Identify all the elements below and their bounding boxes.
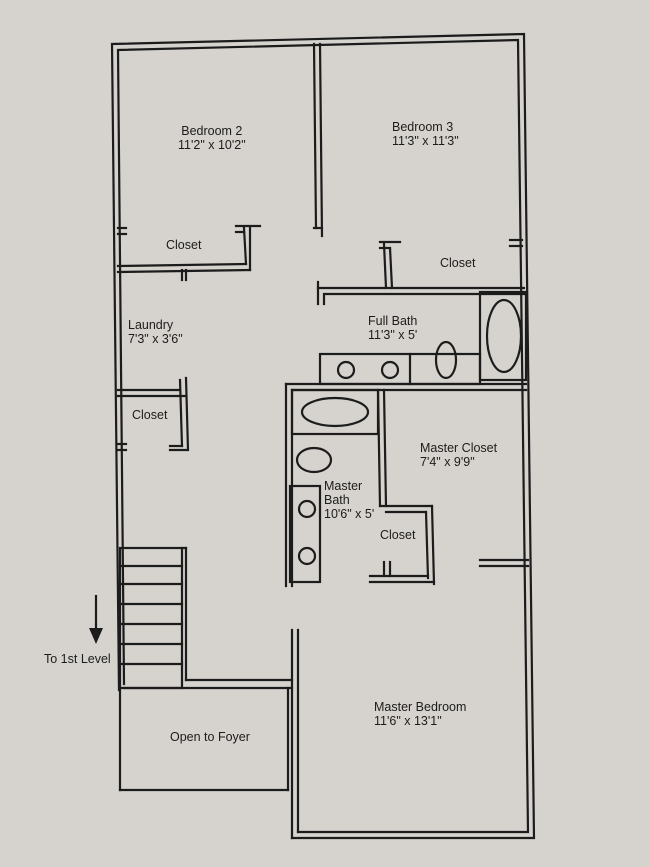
room-name: Closet xyxy=(380,528,416,542)
label-stairs: To 1st Level xyxy=(44,652,111,666)
full-bath-tub xyxy=(478,290,528,382)
label-open-foyer: Open to Foyer xyxy=(170,730,250,744)
room-dimensions: 11'3" x 11'3" xyxy=(392,134,459,148)
label-bedroom2: Bedroom 2 11'2" x 10'2" xyxy=(178,124,246,152)
room-name: Bedroom 3 xyxy=(392,120,454,134)
label-bedroom3: Bedroom 3 11'3" x 11'3" xyxy=(392,120,459,148)
room-name: Closet xyxy=(132,408,168,422)
label-full-bath: Full Bath 11'3" x 5' xyxy=(368,314,417,342)
label-closet-bedroom2: Closet xyxy=(166,238,201,252)
wall-master-closet xyxy=(368,388,530,586)
room-dimensions: 7'3" x 3'6" xyxy=(128,332,183,346)
room-name: Laundry xyxy=(128,318,174,332)
room-dimensions: 7'4" x 9'9" xyxy=(420,455,475,469)
wall-full-bath xyxy=(316,280,526,306)
room-dimensions: 11'3" x 5' xyxy=(368,328,418,342)
room-dimensions: 11'6" x 13'1" xyxy=(374,714,442,728)
wall-bedroom2-bedroom3 xyxy=(312,42,324,238)
room-name: Full Bath xyxy=(368,314,418,328)
room-dimensions: 10'6" x 5' xyxy=(324,507,375,521)
room-dimensions: 11'2" x 10'2" xyxy=(178,138,246,152)
wall-below-full-bath xyxy=(284,382,528,588)
label-master-bedroom: Master Bedroom 11'6" x 13'1" xyxy=(374,700,466,728)
label-closet-master: Closet xyxy=(380,528,415,542)
label-master-bath: Master Bath 10'6" x 5' xyxy=(324,479,374,521)
label-closet-hall: Closet xyxy=(132,408,167,422)
staircase xyxy=(118,546,188,690)
room-name: Closet xyxy=(166,238,202,252)
room-name: Master Bedroom xyxy=(374,700,467,714)
full-bath-vanity xyxy=(318,340,482,386)
outer-wall xyxy=(110,32,536,840)
room-name: Master xyxy=(324,479,363,493)
label-laundry: Laundry 7'3" x 3'6" xyxy=(128,318,183,346)
wall-foyer xyxy=(118,628,300,840)
closet-hall-walls xyxy=(116,376,190,452)
closet-bedroom3-walls xyxy=(378,238,524,290)
room-name: Closet xyxy=(440,256,476,270)
room-name-line2: Bath xyxy=(324,493,350,507)
closet-bedroom2-walls xyxy=(116,224,262,282)
room-name: Bedroom 2 xyxy=(181,124,243,138)
room-name: Open to Foyer xyxy=(170,730,250,744)
arrow-head-icon xyxy=(89,628,103,644)
label-master-closet: Master Closet 7'4" x 9'9" xyxy=(420,441,497,469)
room-name: Master Closet xyxy=(420,441,498,455)
label-closet-bedroom3: Closet xyxy=(440,256,475,270)
stairs-label: To 1st Level xyxy=(44,652,111,666)
